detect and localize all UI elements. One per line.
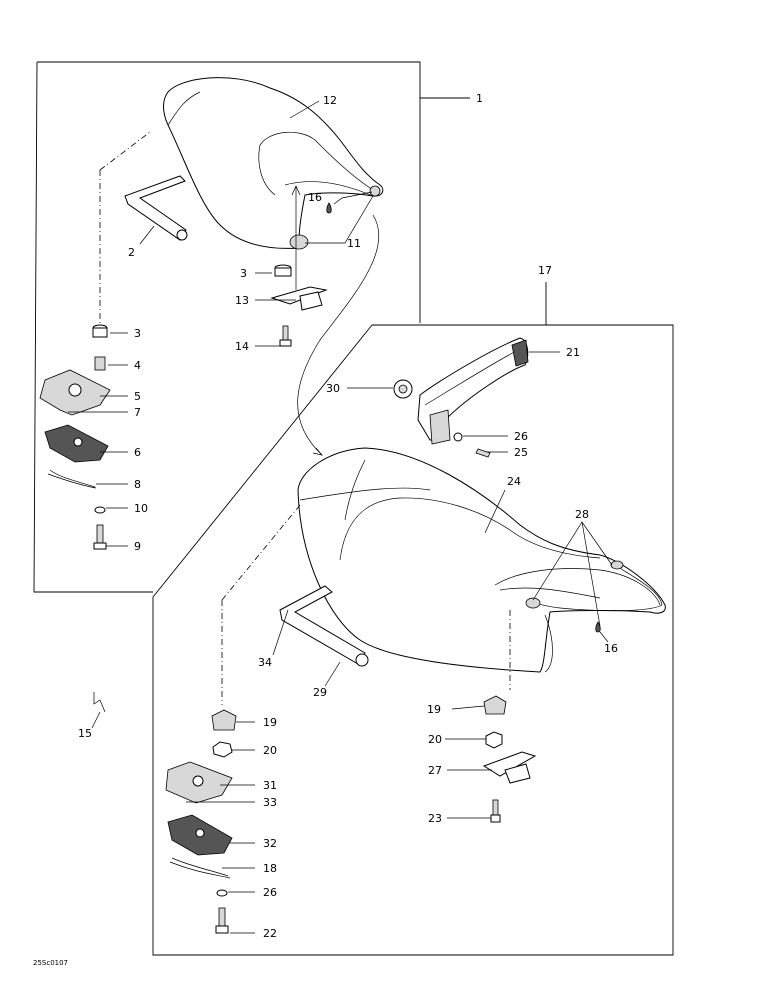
callout-10: 10 [134, 502, 148, 515]
leader-lines [68, 100, 613, 934]
callout-19: 19 [427, 703, 441, 716]
callout-9: 9 [134, 540, 141, 553]
callout-16: 16 [308, 191, 322, 204]
assembly-17-frame [152, 282, 674, 956]
callout-25: 25 [514, 446, 528, 459]
callout-2: 2 [128, 246, 135, 259]
callout-13: 13 [235, 294, 249, 307]
callout-29: 29 [313, 686, 327, 699]
callout-11: 11 [347, 237, 361, 250]
callout-27: 27 [428, 764, 442, 777]
callout-20: 20 [428, 733, 442, 746]
drop-icon [595, 621, 601, 633]
callout-22: 22 [263, 927, 277, 940]
callout-20: 20 [263, 744, 277, 757]
callout-26: 26 [514, 430, 528, 443]
callout-3: 3 [134, 327, 141, 340]
callout-labels: 1 12 16 11 2 3 17 13 3 14 21 4 30 5 7 26… [33, 92, 618, 967]
passenger-seat [297, 447, 666, 690]
drop-icon [326, 202, 332, 214]
callout-19: 19 [263, 716, 277, 729]
rod-29 [279, 585, 369, 667]
driver-seat [163, 77, 384, 250]
callout-12: 12 [323, 94, 337, 107]
passenger-left-stack [165, 504, 301, 934]
callout-23: 23 [428, 812, 442, 825]
callout-33: 33 [263, 796, 277, 809]
callout-15: 15 [78, 727, 92, 740]
grab-handle-21 [417, 337, 529, 445]
callout-4: 4 [134, 359, 141, 372]
drawing-code: 25Sc0107 [33, 959, 68, 967]
callout-3: 3 [240, 267, 247, 280]
callout-34: 34 [258, 656, 272, 669]
handle-hardware [393, 379, 491, 458]
callout-5: 5 [134, 390, 141, 403]
callout-24: 24 [507, 475, 521, 488]
callout-16: 16 [604, 642, 618, 655]
callout-1: 1 [476, 92, 483, 105]
callout-8: 8 [134, 478, 141, 491]
callout-31: 31 [263, 779, 277, 792]
callout-30: 30 [326, 382, 340, 395]
tether-line [297, 214, 380, 456]
tether-28 [525, 560, 663, 673]
left-hardware-stack [39, 131, 151, 550]
passenger-right-stack [482, 695, 537, 823]
callout-6: 6 [134, 446, 141, 459]
rod-2 [124, 175, 188, 241]
callout-17: 17 [538, 264, 552, 277]
callout-21: 21 [566, 346, 580, 359]
callout-14: 14 [235, 340, 249, 353]
callout-28: 28 [575, 508, 589, 521]
orientation-symbol [93, 692, 106, 713]
callout-26: 26 [263, 886, 277, 899]
callout-7: 7 [134, 406, 141, 419]
callout-32: 32 [263, 837, 277, 850]
callout-18: 18 [263, 862, 277, 875]
assembly-1-frame [33, 61, 470, 593]
